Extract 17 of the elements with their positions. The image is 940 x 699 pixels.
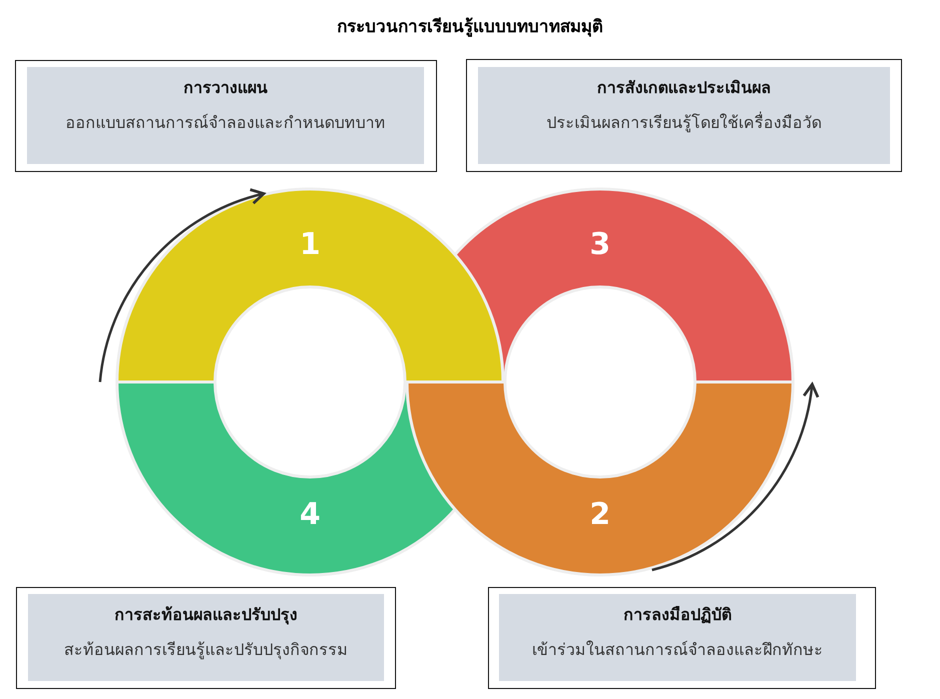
step-number: 1: [298, 227, 322, 262]
step-number: 3: [588, 227, 612, 262]
step-heading: การลงมือปฏิบัติ: [622, 604, 732, 626]
step-box: [16, 587, 396, 689]
step-number: 4: [298, 497, 322, 532]
step-box: [466, 59, 902, 172]
step-description: ออกแบบสถานการณ์จำลองและกำหนดบทบาท: [64, 112, 386, 134]
step-description: ประเมินผลการเรียนรู้โดยใช้เครื่องมือวัด: [546, 110, 822, 134]
step-heading: การสะท้อนผลและปรับปรุง: [114, 604, 298, 626]
step-description: สะท้อนผลการเรียนรู้และปรับปรุงกิจกรรม: [63, 639, 349, 662]
diagram-title: กระบวนการเรียนรู้แบบบทบาทสมมุติ: [336, 16, 604, 39]
step-description: เข้าร่วมในสถานการณ์จำลองและฝึกทักษะ: [531, 639, 824, 661]
step-heading: การสังเกตและประเมินผล: [596, 77, 772, 99]
step-number: 2: [588, 497, 612, 532]
step-box: [15, 60, 437, 172]
step-heading: การวางแผน: [182, 77, 268, 99]
step-box: [488, 587, 876, 689]
